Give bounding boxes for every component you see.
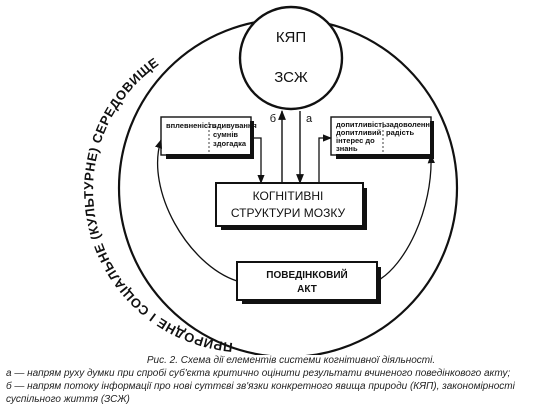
svg-text:сумнів: сумнів <box>213 130 238 139</box>
cognitive-structures-box: КОГНІТИВНІ СТРУКТУРИ МОЗКУ <box>215 182 367 230</box>
svg-text:СТРУКТУРИ МОЗКУ: СТРУКТУРИ МОЗКУ <box>231 206 346 220</box>
left-emotion-box: вплевненість здивування сумнів здогадка <box>160 116 257 159</box>
svg-text:КОГНІТИВНІ: КОГНІТИВНІ <box>253 189 324 203</box>
svg-text:здивування: здивування <box>213 121 257 130</box>
behavioral-act-box: ПОВЕДІНКОВИЙ АКТ <box>236 261 381 304</box>
svg-text:здогадка: здогадка <box>213 139 247 148</box>
svg-text:вплевненість: вплевненість <box>166 121 217 130</box>
kyap-zszh-circle <box>238 5 344 111</box>
caption-line-a: а — напрям руху думки при спробі суб'єкт… <box>6 368 511 379</box>
environment-label: ПРИРОДНЕ І СОЦІАЛЬНЕ (КУЛЬТУРНЕ) СЕРЕДОВ… <box>81 54 233 355</box>
behavior-to-right-box-arrow <box>376 154 435 282</box>
caption-line-b2: суспільного життя (ЗСЖ) <box>6 394 130 405</box>
center-to-right-box-arrow <box>318 134 332 183</box>
arrow-a-label: а <box>306 113 313 125</box>
left-box-to-center-arrow <box>254 137 265 184</box>
svg-text:радість: радість <box>386 128 414 137</box>
svg-text:ПОВЕДІНКОВИЙ: ПОВЕДІНКОВИЙ <box>266 268 347 281</box>
svg-text:допитливість: допитливість <box>336 120 387 129</box>
kyap-label: КЯП <box>276 29 306 46</box>
svg-text:знань: знань <box>336 144 358 153</box>
figure-caption: Рис. 2. Схема дії елементів системи когн… <box>6 354 546 406</box>
cognitive-activity-diagram: ПРИРОДНЕ І СОЦІАЛЬНЕ (КУЛЬТУРНЕ) СЕРЕДОВ… <box>81 5 459 355</box>
behavior-to-left-box-arrow <box>155 139 238 282</box>
arrow-b-label: б <box>270 113 276 125</box>
zszh-label: ЗСЖ <box>274 69 308 86</box>
svg-text:АКТ: АКТ <box>297 284 317 295</box>
svg-text:інтерес до: інтерес до <box>336 136 375 145</box>
right-emotion-box: допитливість допитливий інтерес до знань… <box>330 116 434 159</box>
caption-title: Рис. 2. Схема дії елементів системи когн… <box>146 355 436 366</box>
caption-line-b1: б — напрям потоку інформації про нові су… <box>6 381 515 392</box>
svg-text:задоволення: задоволення <box>386 120 434 129</box>
svg-text:допитливий: допитливий <box>336 128 382 137</box>
